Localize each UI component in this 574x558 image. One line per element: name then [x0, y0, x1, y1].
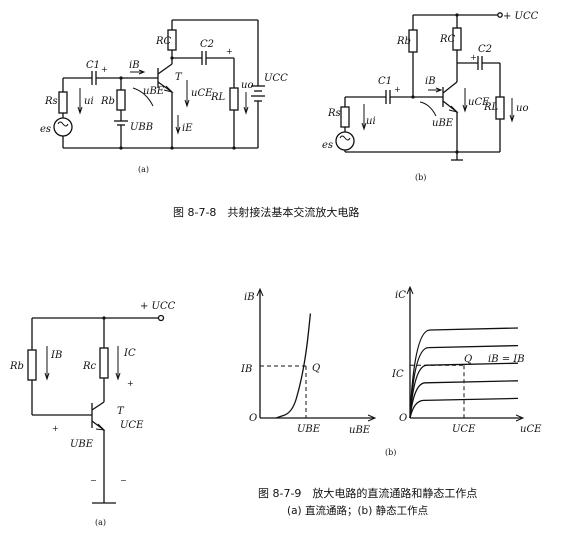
- chart-output-curve: [409, 327, 519, 419]
- svg-text:Rc: Rc: [82, 361, 97, 372]
- resistor-rs-b: [340, 106, 350, 128]
- chart-output-xlabel: uCE: [520, 424, 542, 435]
- chart-output-q-label: Q: [464, 354, 472, 365]
- label-ucc-dc: + UCC: [140, 301, 176, 312]
- label-rc: RC: [155, 36, 172, 47]
- chart-output-tick-ic: IC: [391, 369, 404, 380]
- svg-text:Rb: Rb: [9, 361, 24, 372]
- label-ube: uBE: [143, 86, 165, 97]
- svg-text:uo: uo: [516, 103, 528, 114]
- svg-text:C2: C2: [478, 44, 492, 55]
- label-rs: Rs: [44, 96, 58, 107]
- label-rb: Rb: [100, 96, 115, 107]
- label-c2: C2: [200, 39, 214, 50]
- svg-text:ui: ui: [366, 116, 376, 127]
- label-ubb: UBB: [130, 122, 153, 133]
- panel-label-a: (a): [138, 165, 149, 174]
- chart-input-ylabel: iB: [244, 292, 255, 303]
- svg-text:−: −: [120, 476, 127, 485]
- resistor-rb-dc: [27, 349, 37, 381]
- resistor-rc-dc: [99, 347, 109, 379]
- svg-text:T: T: [117, 406, 125, 417]
- chart-input-tick-ib: IB: [240, 364, 252, 375]
- svg-text:uCE: uCE: [468, 97, 490, 108]
- chart-output: iC uCE O UCE IC Q iB = IB: [391, 285, 542, 435]
- panel-label-dc-a: (a): [95, 518, 106, 527]
- chart-input-tick-ube: UBE: [297, 424, 321, 435]
- chart-input-tick-origin: O: [249, 413, 257, 424]
- label-ucc: UCC: [264, 73, 288, 84]
- label-ucc-b: + UCC: [503, 11, 539, 22]
- chart-input-xlabel: uBE: [349, 425, 371, 436]
- label-uce: uCE: [191, 88, 213, 99]
- svg-text:+: +: [394, 85, 401, 94]
- resistor-rl: [229, 87, 239, 111]
- label-ie: iE: [182, 123, 193, 134]
- panel-label-dc-b: (b): [385, 448, 396, 457]
- svg-text:Rb: Rb: [396, 36, 411, 47]
- label-rl: RL: [210, 92, 226, 103]
- label-ui: ui: [84, 96, 94, 107]
- resistor-rb: [116, 89, 126, 111]
- svg-text:UBE: UBE: [70, 439, 94, 450]
- label-c1: C1: [86, 60, 100, 71]
- resistor-rs: [58, 91, 68, 114]
- label-es: es: [40, 124, 51, 135]
- svg-text:+: +: [470, 53, 477, 62]
- svg-text:IC: IC: [123, 348, 136, 359]
- chart-input: iB uBE O UBE IB Q: [240, 287, 377, 436]
- caption-fig-8-7-8: 图 8-7-8 共射接法基本交流放大电路: [173, 205, 359, 219]
- source-es-b: [335, 131, 355, 151]
- chart-output-tick-uce: UCE: [452, 424, 476, 435]
- circuit-8-7-8-b: + UCC Rb RC C2 + C1 + iB uCE uBE RL uo R…: [322, 11, 539, 182]
- label-uo: uo: [241, 80, 253, 91]
- svg-text:+: +: [127, 379, 134, 388]
- label-t: T: [175, 72, 183, 83]
- svg-text:Rs: Rs: [327, 108, 341, 119]
- chart-output-tick-origin: O: [399, 413, 407, 424]
- caption-fig-8-7-9: 图 8-7-9 放大电路的直流通路和静态工作点: [258, 486, 477, 500]
- svg-text:+: +: [226, 47, 233, 56]
- svg-text:+: +: [101, 65, 108, 74]
- circuit-8-7-8-a: C1 + Rs ui es Rb UBB iB uBE RC T C2 + uC…: [40, 19, 288, 174]
- svg-text:IB: IB: [50, 350, 62, 361]
- chart-output-ylabel: iC: [395, 290, 406, 301]
- svg-text:RC: RC: [439, 34, 456, 45]
- panel-label-b: (b): [415, 173, 426, 182]
- svg-text:+: +: [52, 424, 59, 433]
- source-es: [53, 117, 73, 137]
- subcaption-fig-8-7-9: (a) 直流通路；(b) 静态工作点: [287, 504, 428, 517]
- svg-text:−: −: [90, 476, 97, 485]
- svg-text:C1: C1: [378, 76, 392, 87]
- chart-input-q-label: Q: [312, 363, 320, 374]
- svg-text:iB: iB: [425, 76, 436, 87]
- svg-text:es: es: [322, 140, 333, 151]
- label-ib: iB: [129, 60, 140, 71]
- svg-text:uBE: uBE: [432, 118, 454, 129]
- svg-text:RL: RL: [483, 102, 499, 113]
- circuit-8-7-9-a: + UCC Rb IB Rc IC + T UCE + UBE − − (a): [9, 301, 176, 527]
- chart-input-curve: [275, 313, 312, 419]
- svg-text:UCE: UCE: [120, 420, 144, 431]
- chart-output-annotation: iB = IB: [488, 354, 525, 365]
